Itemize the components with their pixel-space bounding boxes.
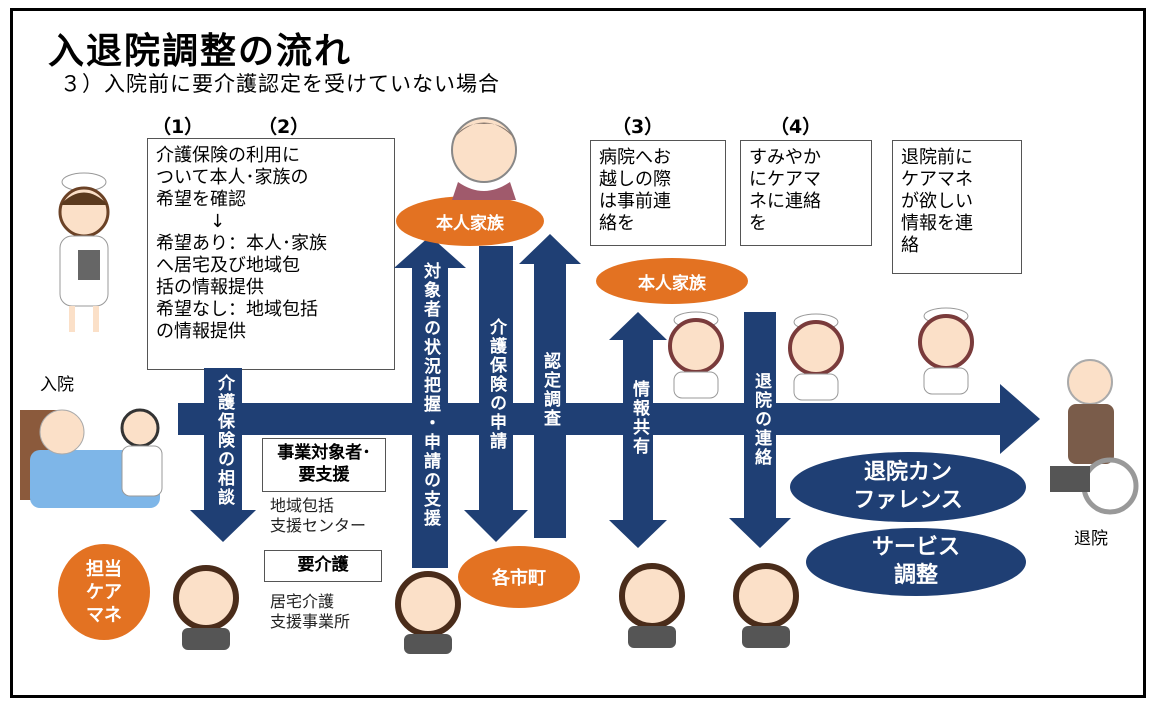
notify-arrow [729, 312, 791, 548]
discharge-info-box: 退院前に ケアマネ が欲しい 情報を連 絡 [892, 140, 1022, 274]
bottom-rule [10, 695, 1146, 698]
main-flow-arrow [178, 384, 1040, 454]
apply-arrow [464, 246, 528, 542]
conference-oval: 退院カン ファレンス [790, 452, 1026, 522]
page-title: 入退院調整の流れ [48, 31, 353, 72]
apply-arrow-label: 介護保険の申請 [486, 318, 506, 451]
consult-arrow [190, 368, 256, 542]
step-4-label: （4） [770, 116, 822, 138]
notify-arrow-label: 退院の連絡 [751, 372, 771, 467]
situation-arrow [394, 236, 466, 568]
family-oval-mid: 本人家族 [596, 258, 748, 304]
admission-label: 入院 [40, 375, 74, 395]
step-1-2-box: 介護保険の利用に ついて本人･家族の 希望を確認 ↓ 希望あり：本人･家族 へ居… [147, 138, 395, 370]
support-target-box: 事業対象者･ 要支援 [262, 438, 386, 492]
share-arrow [609, 312, 667, 548]
step-3-label: （3） [612, 116, 664, 138]
consult-arrow-label: 介護保険の相談 [214, 374, 234, 507]
step-2-label: （2） [258, 116, 310, 138]
support-center-label: 地域包括 支援センター [270, 496, 367, 535]
discharge-label: 退院 [1074, 529, 1108, 549]
family-oval-top: 本人家族 [396, 196, 544, 246]
share-arrow-label: 情報共有 [629, 380, 649, 456]
service-oval: サービス 調整 [806, 528, 1026, 596]
caremanager-oval: 担当 ケア マネ [58, 544, 150, 640]
step-3-box: 病院へお 越しの際 は事前連 絡を [590, 140, 726, 246]
care-office-label: 居宅介護 支援事業所 [270, 592, 351, 631]
municipality-oval: 各市町 [458, 546, 580, 608]
page-subtitle: ３）入院前に要介護認定を受けていない場合 [60, 72, 500, 96]
survey-arrow [519, 234, 581, 538]
slide-frame [10, 8, 1146, 698]
situation-arrow-label: 対象者の状況把握・申請の支援 [420, 262, 440, 528]
step-4-box: すみやか にケアマ ネに連絡 を [740, 140, 872, 246]
step-1-label: （1） [152, 116, 204, 138]
survey-arrow-label: 認定調査 [540, 352, 560, 428]
care-required-box: 要介護 [264, 550, 382, 582]
